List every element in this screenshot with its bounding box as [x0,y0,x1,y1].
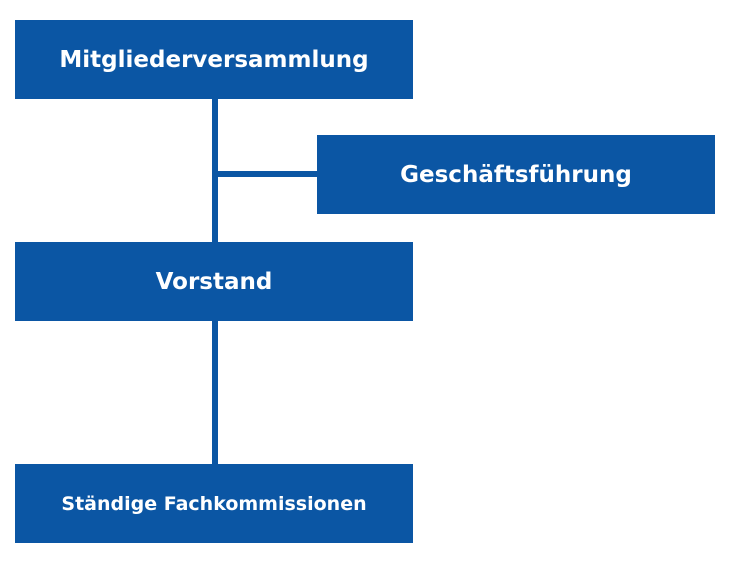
connector-mv-to-vorstand [212,99,218,242]
node-label: Geschäftsführung [400,161,632,188]
node-fachkommissionen: Ständige Fachkommissionen [15,464,413,543]
connector-vorstand-to-fachkommissionen [212,321,218,464]
node-label: Mitgliederversammlung [59,46,369,73]
node-mitgliederversammlung: Mitgliederversammlung [15,20,413,99]
connector-to-geschaeftsfuehrung [218,171,317,177]
node-label: Ständige Fachkommissionen [61,492,367,515]
node-geschaeftsfuehrung: Geschäftsführung [317,135,715,214]
node-vorstand: Vorstand [15,242,413,321]
node-label: Vorstand [155,268,273,295]
